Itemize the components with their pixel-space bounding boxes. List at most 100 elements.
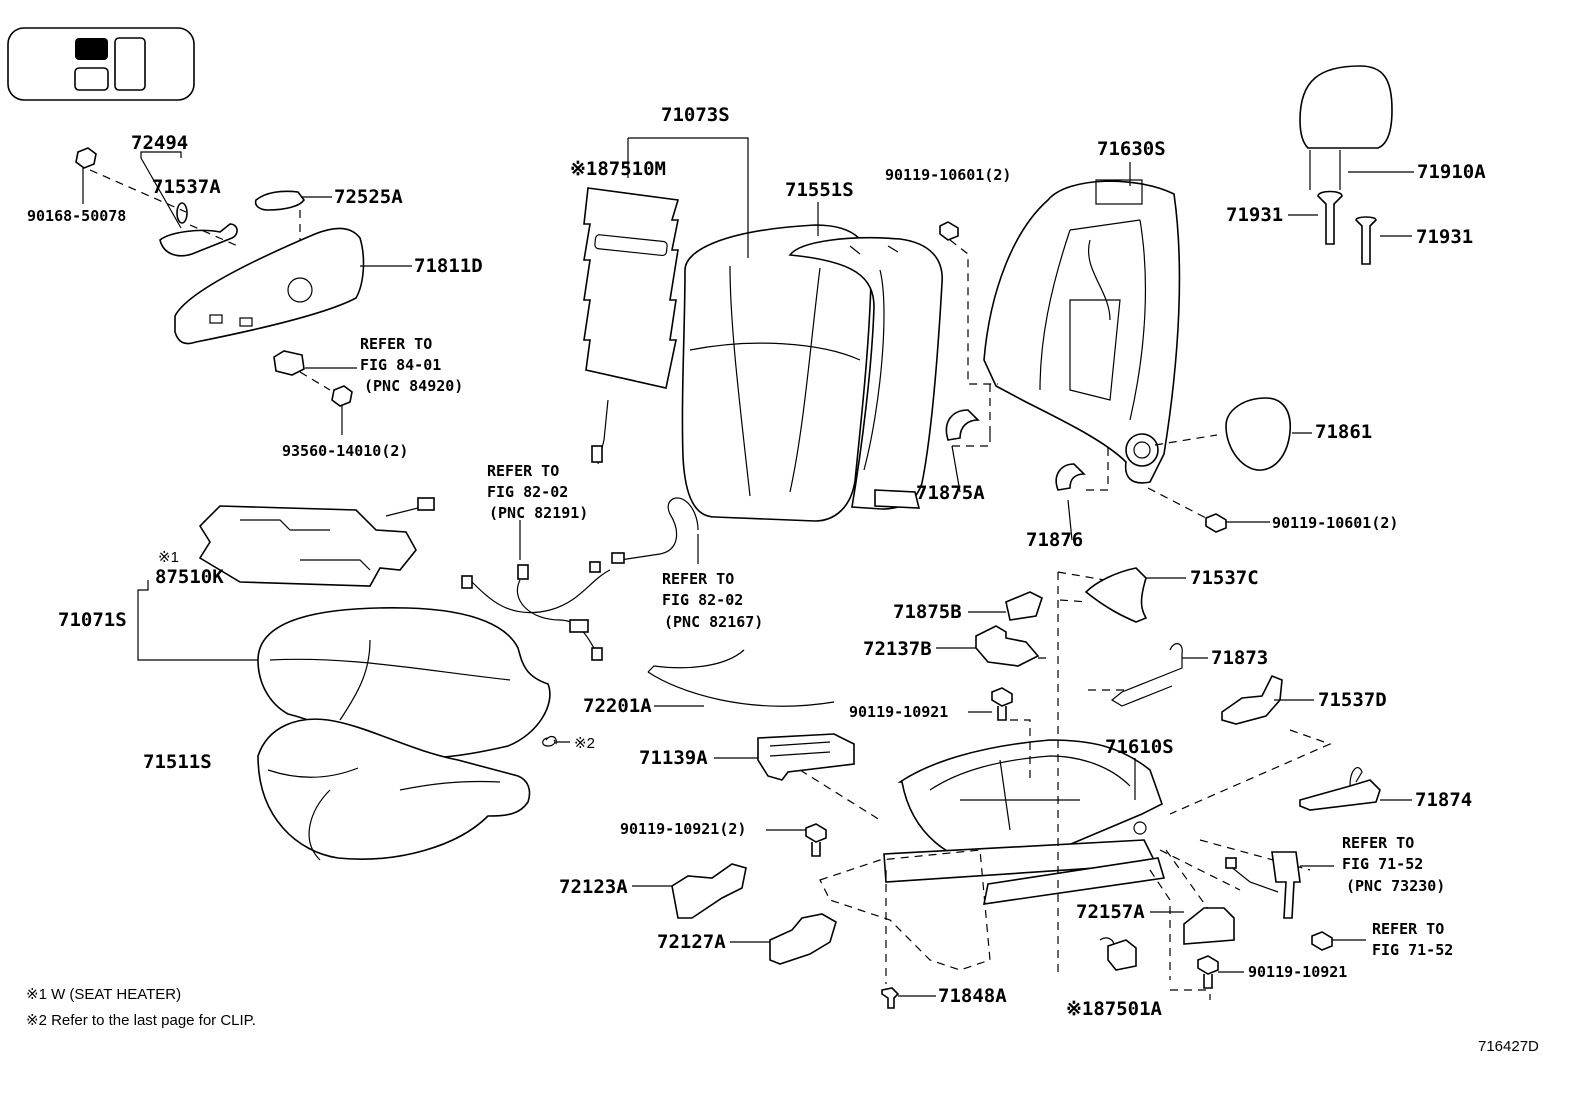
label-87510K-mark: ※1 — [158, 549, 179, 566]
ref-82191-line1: REFER TO — [487, 462, 559, 480]
ref-73230-line3: (PNC 73230) — [1346, 877, 1445, 895]
wire-72201A — [647, 649, 835, 707]
seat-position-indicator — [7, 27, 195, 101]
label-71848A: 71848A — [938, 985, 1007, 1007]
label-clip-mark: ※2 — [574, 735, 595, 752]
footnotes: ※1 W (SEAT HEATER) ※2 Refer to the last … — [26, 986, 256, 1029]
label-90119-10921-b: 90119-10921(2) — [620, 820, 746, 838]
hinge-covers — [945, 384, 1109, 541]
ref-82167-line3: (PNC 82167) — [664, 613, 763, 631]
refer-to-84-01: REFER TO FIG 84-01 (PNC 84920) — [305, 335, 463, 395]
ref-82191-line3: (PNC 82191) — [489, 504, 588, 522]
ref-82191-line2: FIG 82-02 — [487, 483, 568, 501]
label-87501A: ※187501A — [1066, 998, 1163, 1020]
label-71876: 71876 — [1026, 529, 1083, 551]
clip-part — [542, 737, 570, 747]
seat-belt-buckle — [1225, 851, 1334, 919]
headrest — [1288, 65, 1414, 265]
label-71630S: 71630S — [1097, 138, 1166, 160]
label-72494: 72494 — [131, 132, 188, 154]
ref-84-line3: (PNC 84920) — [364, 377, 463, 395]
refer-to-71-52-a: REFER TO FIG 71-52 (PNC 73230) — [1342, 834, 1445, 895]
figure-id: 716427D — [1478, 1038, 1539, 1055]
label-90119-10601-bot: 90119-10601(2) — [1272, 514, 1398, 532]
lever-71874 — [1299, 767, 1412, 811]
connector-87501A — [1099, 937, 1137, 971]
footnote-seat-heater: ※1 W (SEAT HEATER) — [26, 986, 181, 1003]
label-71875A: 71875A — [916, 482, 985, 504]
label-71931-b: 71931 — [1416, 226, 1473, 248]
label-87510K: 87510K — [155, 566, 224, 588]
label-72127A: 72127A — [657, 931, 726, 953]
seatback-cover — [627, 137, 872, 522]
label-71873: 71873 — [1211, 647, 1268, 669]
seat-heater-back-mat — [583, 187, 680, 465]
label-90119-10601-top: 90119-10601(2) — [885, 166, 1011, 184]
cover-72157A — [1150, 907, 1235, 945]
lever-71537D — [1221, 674, 1314, 725]
label-71139A: 71139A — [639, 747, 708, 769]
label-71861: 71861 — [1315, 421, 1372, 443]
pad-72127A — [730, 913, 837, 965]
ref-82167-line1: REFER TO — [662, 570, 734, 588]
label-71537C: 71537C — [1190, 567, 1259, 589]
label-72157A: 72157A — [1076, 901, 1145, 923]
label-72201A: 72201A — [583, 695, 652, 717]
label-71071S: 71071S — [58, 609, 127, 631]
seat-heater-cushion-mat — [137, 497, 435, 661]
bolt-90119-10921-c — [1197, 955, 1244, 989]
ref-82167-line2: FIG 82-02 — [662, 591, 743, 609]
refer-to-82-02-a: REFER TO FIG 82-02 (PNC 82191) — [487, 462, 588, 522]
seat-cushion-frame — [883, 739, 1166, 905]
label-87510M: ※187510M — [570, 158, 666, 180]
bracket-71139A — [714, 733, 881, 821]
label-71874: 71874 — [1415, 789, 1472, 811]
label-71910A: 71910A — [1417, 161, 1486, 183]
seat-wire-harness — [461, 497, 699, 661]
ref-73230-line2: FIG 71-52 — [1342, 855, 1423, 873]
side-cover-group — [75, 147, 412, 435]
pad-72123A — [632, 863, 747, 919]
label-72137B: 72137B — [863, 638, 932, 660]
part-labels: 72494 71537A 72525A 90168-50078 71811D 9… — [27, 104, 1486, 1020]
ref-84-line2: FIG 84-01 — [360, 356, 441, 374]
assembly-guides — [819, 571, 1332, 1000]
seatback-pad — [788, 202, 943, 510]
bolt-90119-10921-a — [968, 687, 1013, 721]
label-72123A: 72123A — [559, 876, 628, 898]
label-71511S: 71511S — [143, 751, 212, 773]
seatback-frame — [939, 162, 1181, 484]
label-90119-10921-c: 90119-10921 — [1248, 963, 1347, 981]
label-90168-50078: 90168-50078 — [27, 207, 126, 225]
clip-71848A — [881, 987, 936, 1009]
label-72525A: 72525A — [334, 186, 403, 208]
recliner-cover — [1154, 397, 1312, 471]
bolt-7152 — [1311, 931, 1366, 951]
bolt-90119-10921-b — [766, 823, 827, 857]
seat-cushion-pad — [257, 718, 557, 861]
label-71875B: 71875B — [893, 601, 962, 623]
cover-71875B — [968, 591, 1043, 621]
label-71537D: 71537D — [1318, 689, 1387, 711]
label-90119-10921-a: 90119-10921 — [849, 703, 948, 721]
label-71931-a: 71931 — [1226, 204, 1283, 226]
footnote-clip: ※2 Refer to the last page for CLIP. — [26, 1012, 256, 1029]
bolt-90119-10601 — [1147, 487, 1270, 533]
ref-73230-line1: REFER TO — [1342, 834, 1414, 852]
ref-7152-line1: REFER TO — [1372, 920, 1444, 938]
label-71073S: 71073S — [661, 104, 730, 126]
ref-84-line1: REFER TO — [360, 335, 432, 353]
label-71610S: 71610S — [1105, 736, 1174, 758]
label-71551S: 71551S — [785, 179, 854, 201]
label-93560-14010: 93560-14010(2) — [282, 442, 408, 460]
cover-72137B — [936, 625, 1040, 667]
label-71537A: 71537A — [152, 176, 221, 198]
refer-to-82-02-b: REFER TO FIG 82-02 (PNC 82167) — [662, 570, 763, 631]
label-71811D: 71811D — [414, 255, 483, 277]
wire-71873 — [1110, 643, 1208, 707]
lever-71537C — [1084, 567, 1186, 623]
refer-to-71-52-b: REFER TO FIG 71-52 — [1372, 920, 1453, 959]
ref-7152-line2: FIG 71-52 — [1372, 941, 1453, 959]
